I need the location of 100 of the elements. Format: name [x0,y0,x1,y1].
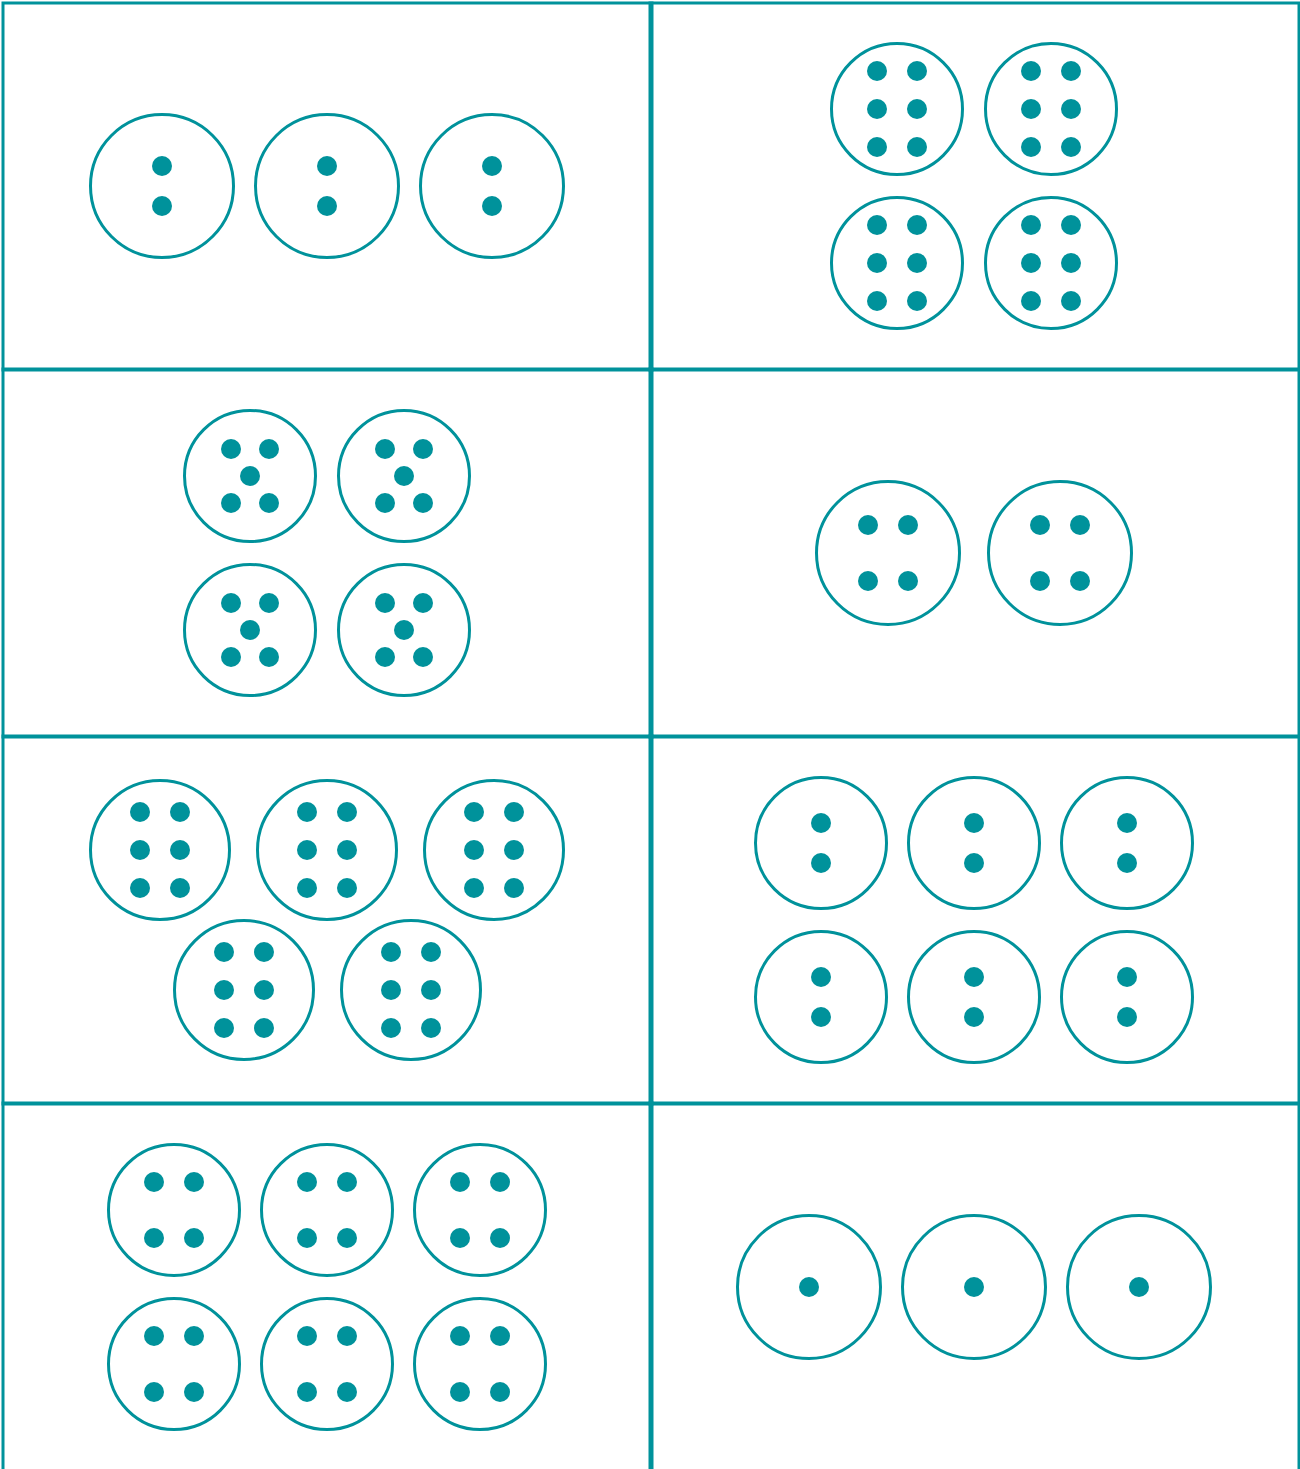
counter-dot [413,592,433,613]
counter-dot [421,1017,441,1038]
counter-dot [381,1017,401,1038]
counter-dot [1070,514,1090,535]
group-circle [107,1142,241,1277]
counter-dot [254,1017,274,1038]
counter-dot [907,291,927,311]
counter-dot [317,156,337,176]
counter-dot [394,619,414,640]
counter-dot [421,979,441,1000]
counter-dot [867,61,887,81]
counter-dot [858,514,878,535]
counter-dot [464,877,484,898]
counter-dot [867,137,887,157]
counter-dot [1021,215,1041,235]
group-circle [830,42,964,176]
grid-cell [2,368,652,737]
grid-cell [649,368,1299,737]
counter-dot [1030,514,1050,535]
counter-dot [1129,1276,1149,1297]
counter-dot [375,646,395,667]
counter-dot [170,877,190,898]
counter-dot [811,966,831,987]
counter-dot [450,1381,470,1402]
counter-dot [1070,570,1090,591]
grid-cell [2,2,652,370]
counter-dot [297,839,317,860]
counter-dot [184,1325,204,1346]
counter-dot [964,966,984,987]
counter-dot [504,801,524,822]
counter-dot [421,941,441,962]
group-circle [1060,929,1194,1064]
group-circle [89,113,235,259]
group-circle [254,113,400,259]
counter-dot [1117,812,1137,833]
grid-cell [649,2,1299,370]
counter-dot [1117,966,1137,987]
group-circle [89,778,231,921]
counter-dot [1061,99,1081,119]
counter-dot [907,61,927,81]
counter-dot [130,801,150,822]
group-circle [830,196,964,330]
counter-dot [337,877,357,898]
group-circle [183,562,317,697]
counter-dot [221,438,241,459]
counter-dot [240,465,260,486]
counter-dot [297,1381,317,1402]
counter-dot [152,196,172,216]
counter-dot [450,1171,470,1192]
counter-dot [375,592,395,613]
counter-dot [254,941,274,962]
counter-dot [964,1276,984,1297]
counter-dot [450,1325,470,1346]
counter-dot [144,1227,164,1248]
counter-dot [214,941,234,962]
counter-dot [1117,1006,1137,1027]
counter-dot [317,196,337,216]
counter-dot [490,1325,510,1346]
counter-dot [490,1381,510,1402]
counter-dot [1021,137,1041,157]
counter-dot [413,438,433,459]
counter-dot [907,215,927,235]
counter-dot [1117,852,1137,873]
group-circle [754,929,888,1064]
counter-dot [1061,291,1081,311]
counter-dot [130,877,150,898]
group-circle [183,408,317,543]
counter-dot [413,492,433,513]
counter-dot [867,99,887,119]
counter-dot [375,492,395,513]
group-circle [107,1296,241,1431]
counter-dot [337,801,357,822]
counter-dot [337,1171,357,1192]
grid-cell [2,735,652,1104]
counter-dot [259,592,279,613]
counter-dot [964,1006,984,1027]
counter-dot [259,438,279,459]
group-circle [260,1142,394,1277]
counter-dot [297,1325,317,1346]
counter-dot [337,1227,357,1248]
counter-dot [214,1017,234,1038]
counter-dot [297,1171,317,1192]
counter-dot [1021,291,1041,311]
group-circle [413,1142,547,1277]
counter-dot [394,465,414,486]
counter-dot [152,156,172,176]
counter-dot [259,646,279,667]
counter-dot [240,619,260,640]
counter-dot [221,646,241,667]
counter-dot [184,1171,204,1192]
group-circle [423,778,565,921]
counter-dot [450,1227,470,1248]
group-circle [907,929,1041,1064]
counter-dot [964,812,984,833]
group-circle [901,1213,1047,1360]
group-circle [984,196,1118,330]
counter-dot [337,1325,357,1346]
counter-dot [482,196,502,216]
counter-dot [464,839,484,860]
counter-dot [144,1325,164,1346]
